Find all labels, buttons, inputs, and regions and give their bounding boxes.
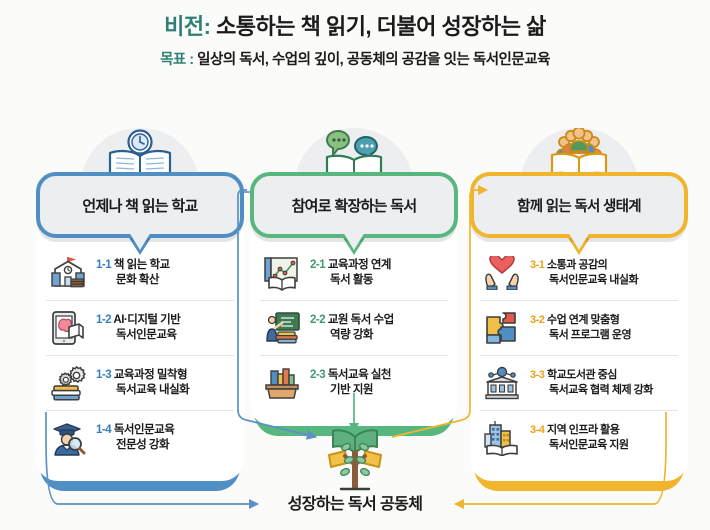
vision-text: 소통하는 책 읽기, 더불어 성장하는 삶 [210, 14, 546, 39]
item-line1: 수업 연계 맞춤형 [546, 313, 620, 326]
item-line2: 독서교육 협력 체제 강화 [549, 384, 653, 396]
item-number: 1-4 [96, 423, 112, 436]
vision-key-label: 비전: [164, 14, 211, 39]
column-reading-ecosystem-together: 함께 읽는 독서 생태계 3-1 [470, 128, 688, 491]
goal-key-label: 목표 : [160, 52, 194, 68]
item-line1: 책 읽는 학교 [113, 258, 170, 271]
list-item[interactable]: 3-2 수업 연계 맞춤형 독서 프로그램 운영 [480, 300, 678, 355]
goal-text: 일상의 독서, 수업의 깊이, 공동체의 공감을 잇는 독서인문교육 [193, 52, 550, 68]
item-line2: 독서교육 내실화 [116, 384, 190, 396]
item-line2: 전문성 강화 [116, 439, 170, 451]
item-number: 3-3 [530, 368, 545, 381]
library-building-icon [482, 363, 522, 403]
list-item-text: 3-3 학교도서관 중심 독서교육 협력 체제 강화 [530, 368, 653, 399]
list-item-text: 2-3 독서교육 실천 기반 지원 [310, 368, 392, 399]
goal-line: 목표 : 일상의 독서, 수업의 깊이, 공동체의 공감을 잇는 독서인문교육 [0, 50, 710, 70]
column2-title: 참여로 확장하는 독서 [291, 197, 418, 215]
item-number: 1-1 [96, 258, 112, 271]
item-line1: 독서교육 실천 [327, 368, 392, 381]
column3-title-bubble: 함께 읽는 독서 생태계 [470, 172, 688, 255]
item-line1: AI·디지털 기반 [113, 313, 181, 326]
list-item[interactable]: 3-1 소통과 공감의 독서인문교육 내실화 [480, 246, 678, 300]
list-item-text: 2-1 교육과정 연계 독서 활동 [310, 258, 392, 289]
item-line1: 교육과정 밀착형 [113, 368, 188, 381]
list-item-text: 1-1 책 읽는 학교 문화 확산 [96, 258, 170, 289]
book-toolbox-icon [262, 363, 302, 403]
item-number: 3-1 [530, 258, 545, 271]
teacher-chalkboard-icon [262, 308, 302, 348]
item-line1: 교육과정 연계 [327, 258, 392, 271]
column-always-reading-school: 언제나 책 읽는 학교 [36, 128, 244, 491]
footer-label: 성장하는 독서 공동체 [287, 496, 423, 513]
tablet-brain-book-icon [48, 308, 88, 348]
item-line1: 지역 인프라 활용 [546, 423, 620, 436]
list-item[interactable]: 1-3 교육과정 밀착형 독서교육 내실화 [46, 355, 234, 410]
school-building-icon [48, 253, 88, 293]
column1-title-bubble: 언제나 책 읽는 학교 [36, 172, 244, 255]
column1-title: 언제나 책 읽는 학교 [82, 197, 198, 215]
list-item-text: 2-2 교원 독서 수업 역량 강화 [310, 313, 394, 344]
list-item-text: 3-2 수업 연계 맞춤형 독서 프로그램 운영 [530, 313, 632, 344]
item-line2: 독서 프로그램 운영 [549, 329, 632, 341]
list-item[interactable]: 1-4 독서인문교육 전문성 강화 [46, 410, 234, 465]
column3-title: 함께 읽는 독서 생태계 [517, 198, 641, 215]
list-item[interactable]: 3-3 학교도서관 중심 독서교육 협력 체제 강화 [480, 355, 678, 410]
list-item[interactable]: 3-4 지역 인프라 활용 독서인문교육 지원 [480, 410, 678, 465]
gears-books-icon [48, 363, 88, 403]
item-number: 2-3 [310, 368, 326, 381]
heart-in-hands-icon [482, 253, 522, 293]
item-line2: 문화 확산 [116, 274, 160, 286]
item-line2: 독서인문교육 내실화 [549, 274, 639, 286]
column-reading-expanded-by-participation: 참여로 확장하는 독서 [250, 128, 458, 436]
item-number: 2-2 [310, 313, 326, 326]
item-line1: 학교도서관 중심 [546, 368, 617, 381]
list-item-text: 1-4 독서인문교육 전문성 강화 [96, 423, 175, 454]
item-number: 2-1 [310, 258, 326, 271]
item-line2: 독서 활동 [330, 274, 374, 286]
item-number: 1-3 [96, 368, 112, 381]
item-line1: 독서인문교육 [113, 423, 175, 436]
item-number: 1-2 [96, 313, 112, 326]
column2-title-bubble: 참여로 확장하는 독서 [250, 172, 458, 255]
item-line2: 독서인문교육 지원 [549, 439, 629, 451]
vision-line: 비전: 소통하는 책 읽기, 더불어 성장하는 삶 [0, 12, 710, 42]
list-item-text: 1-2 AI·디지털 기반 독서인문교육 [96, 313, 181, 344]
graduate-magnifier-icon [48, 418, 88, 458]
column1-header[interactable]: 언제나 책 읽는 학교 [36, 128, 244, 255]
list-item-text: 3-1 소통과 공감의 독서인문교육 내실화 [530, 258, 639, 289]
city-buildings-book-icon [482, 418, 522, 458]
growing-book-tree-icon [305, 425, 405, 495]
header-block: 비전: 소통하는 책 읽기, 더불어 성장하는 삶 목표 : 일상의 독서, 수… [0, 12, 710, 70]
item-line2: 역량 강화 [330, 329, 374, 341]
list-item[interactable]: 2-3 독서교육 실천 기반 지원 [260, 355, 448, 410]
column2-header[interactable]: 참여로 확장하는 독서 [250, 128, 458, 255]
item-line2: 기반 지원 [330, 384, 374, 396]
list-item[interactable]: 2-2 교원 독서 수업 역량 강화 [260, 300, 448, 355]
list-item[interactable]: 1-2 AI·디지털 기반 독서인문교육 [46, 300, 234, 355]
puzzle-pieces-icon [482, 308, 522, 348]
column3-header[interactable]: 함께 읽는 독서 생태계 [470, 128, 688, 255]
list-item-text: 1-3 교육과정 밀착형 독서교육 내실화 [96, 368, 190, 399]
item-number: 3-2 [530, 313, 545, 326]
item-line2: 독서인문교육 [116, 329, 177, 341]
list-item-text: 3-4 지역 인프라 활용 독서인문교육 지원 [530, 423, 629, 454]
item-line1: 소통과 공감의 [546, 258, 608, 271]
item-number: 3-4 [530, 423, 545, 436]
chart-board-book-icon [262, 253, 302, 293]
list-item[interactable]: 1-1 책 읽는 학교 문화 확산 [46, 246, 234, 300]
item-line1: 교원 독서 수업 [327, 313, 394, 326]
